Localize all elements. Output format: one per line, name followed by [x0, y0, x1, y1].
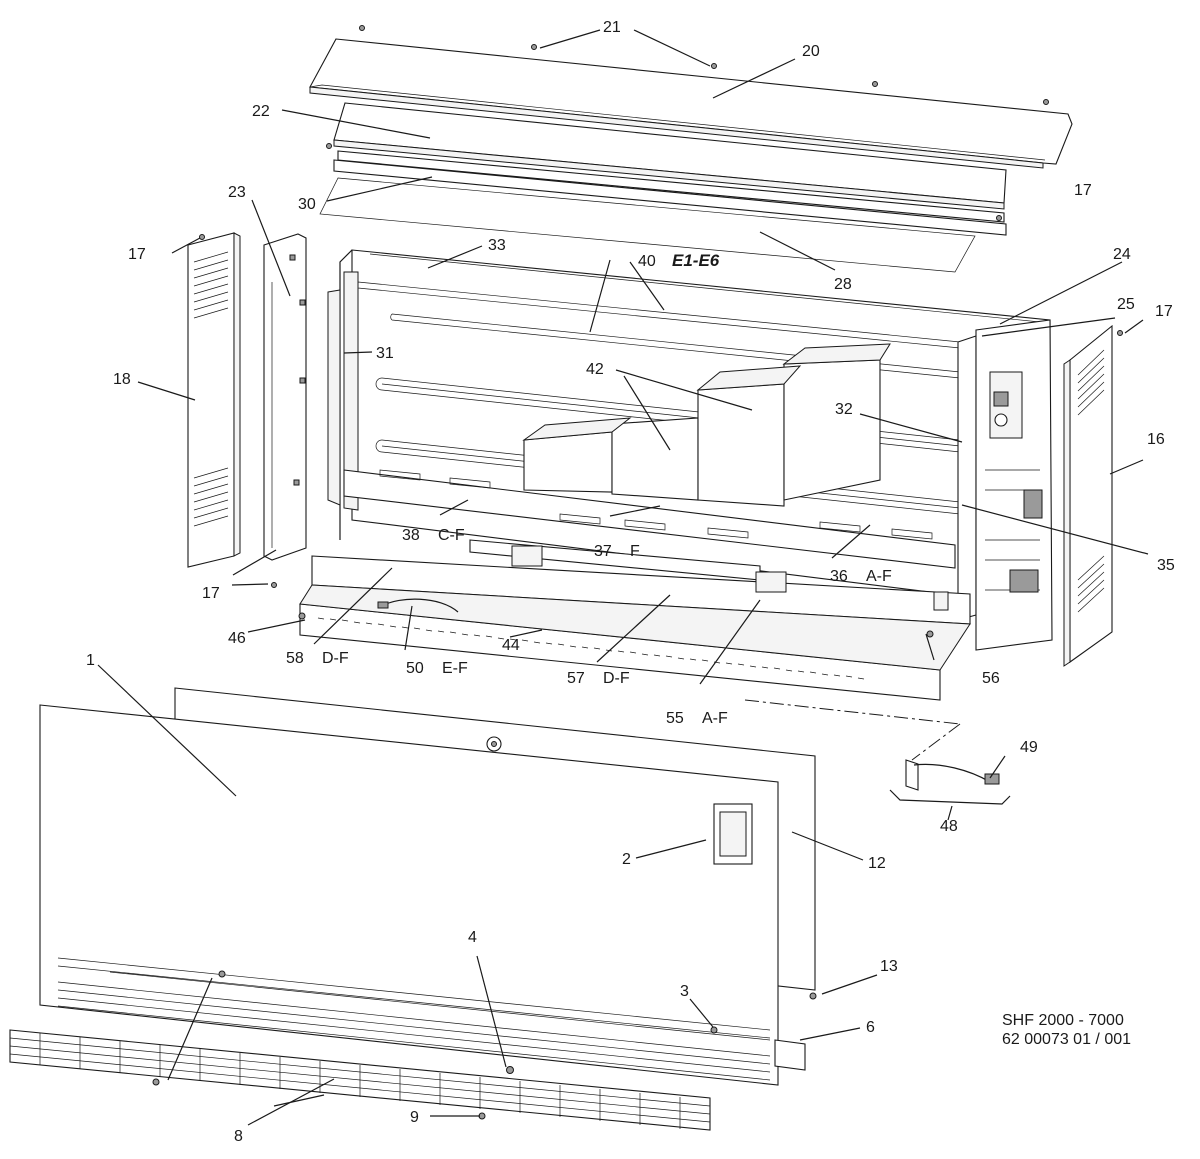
label-9: 9 — [410, 1109, 419, 1126]
label-8: 8 — [234, 1128, 243, 1145]
label-58-variant: D-F — [322, 650, 349, 667]
part-8-front-grille — [9, 1029, 711, 1131]
label-50-variant: E-F — [442, 660, 468, 677]
label-21: 21 — [603, 19, 621, 36]
label-57-variant: D-F — [603, 670, 630, 687]
label-42: 42 — [586, 361, 604, 378]
part-1-front-panel — [39, 704, 779, 1086]
label-25: 25 — [1117, 296, 1135, 313]
part-28-sheet — [319, 177, 976, 273]
part-50-cable — [377, 598, 459, 613]
label-50: 50 — [406, 660, 424, 677]
label-16: 16 — [1147, 431, 1165, 448]
part-labels: 1 2 3 4 6 8 9 12 13 16 17 17 17 17 18 20… — [86, 19, 1175, 1145]
label-57: 57 — [567, 670, 585, 687]
label-17b: 17 — [202, 585, 220, 602]
label-40: 40 — [638, 253, 656, 270]
label-35: 35 — [1157, 557, 1175, 574]
leader-lines — [97, 29, 1149, 1126]
label-44: 44 — [502, 637, 520, 654]
pipes-rail — [469, 539, 949, 611]
screw-set-17 — [199, 234, 1123, 588]
label-55-variant: A-F — [702, 710, 728, 727]
main-housing — [327, 249, 1053, 651]
label-30: 30 — [298, 196, 316, 213]
label-20: 20 — [802, 43, 820, 60]
label-32: 32 — [835, 401, 853, 418]
screw-set-21 — [359, 25, 1049, 105]
part-30-insulation — [333, 150, 1007, 236]
label-17d: 17 — [1155, 303, 1173, 320]
label-46: 46 — [228, 630, 246, 647]
label-22: 22 — [252, 103, 270, 120]
label-17a: 17 — [128, 246, 146, 263]
label-38: 38 — [402, 527, 420, 544]
label-2: 2 — [622, 851, 631, 868]
label-1: 1 — [86, 652, 95, 669]
part-48-detail-assembly — [744, 699, 1011, 805]
label-17c: 17 — [1074, 182, 1092, 199]
label-23: 23 — [228, 184, 246, 201]
label-49: 49 — [1020, 739, 1038, 756]
part-22-plate — [326, 102, 1007, 210]
label-56: 56 — [982, 670, 1000, 687]
label-4: 4 — [468, 929, 477, 946]
label-18: 18 — [113, 371, 131, 388]
label-6: 6 — [866, 1019, 875, 1036]
part-23-left-bracket — [263, 233, 307, 561]
screw-13 — [809, 992, 817, 1000]
part-16-right-side-panel — [1063, 324, 1113, 667]
label-37-variant: F — [630, 543, 640, 560]
model-range: SHF 2000 - 7000 — [1002, 1012, 1124, 1029]
label-58: 58 — [286, 650, 304, 667]
screw-set-9 — [152, 1078, 486, 1120]
label-24: 24 — [1113, 246, 1131, 263]
part-18-left-side-panel — [187, 232, 241, 568]
label-55: 55 — [666, 710, 684, 727]
label-33: 33 — [488, 237, 506, 254]
document-number: 62 00073 01 / 001 — [1002, 1031, 1132, 1048]
label-38-variant: C-F — [438, 527, 465, 544]
label-13: 13 — [880, 958, 898, 975]
label-12: 12 — [868, 855, 886, 872]
drawing-caption: SHF 2000 - 7000 62 00073 01 / 001 — [1002, 1011, 1131, 1049]
part-20-top-cover — [309, 38, 1073, 169]
label-31: 31 — [376, 345, 394, 362]
label-37: 37 — [594, 543, 612, 560]
label-48: 48 — [940, 818, 958, 835]
part-6-strip — [774, 1039, 806, 1071]
label-3: 3 — [680, 983, 689, 1000]
label-36: 36 — [830, 568, 848, 585]
label-36-variant: A-F — [866, 568, 892, 585]
label-28: 28 — [834, 276, 852, 293]
label-40-variant: E1-E6 — [672, 251, 720, 270]
